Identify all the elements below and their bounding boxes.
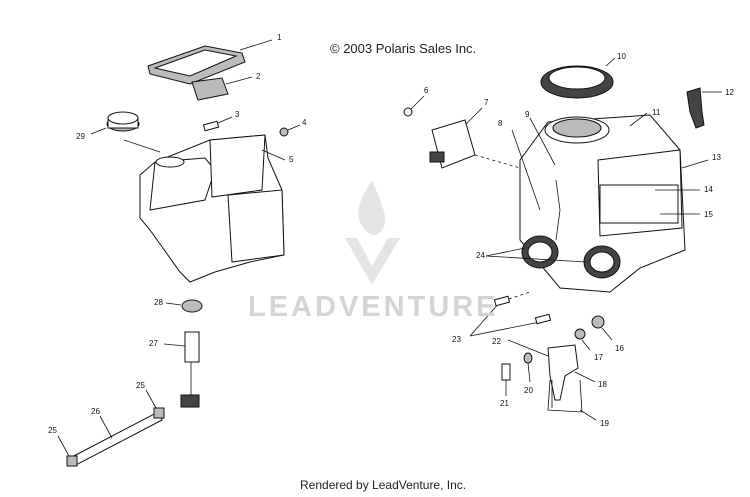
part-25-clamp-upper[interactable] [145,389,165,419]
watermark-logo [345,180,400,285]
callout-17: 17 [594,353,603,362]
callout-24: 24 [476,251,485,260]
callout-16: 16 [615,344,624,353]
callout-10: 10 [617,52,626,61]
part-7-module[interactable] [429,107,521,169]
callout-9: 9 [525,110,530,119]
callout-21: 21 [500,399,509,408]
part-20-washer[interactable] [523,352,533,383]
callout-4: 4 [302,118,307,127]
callout-12: 12 [725,88,734,97]
part-12-clip[interactable] [686,87,722,129]
callout-20: 20 [524,386,533,395]
callout-8: 8 [498,119,503,128]
callout-18: 18 [598,380,607,389]
part-5-tank-assembly[interactable] [139,134,286,283]
callout-1: 1 [277,33,282,42]
part-17-bushing[interactable] [574,328,591,351]
part-4-nut[interactable] [279,124,301,137]
watermark-text: LEADVENTURE [248,291,499,323]
part-16-grommet[interactable] [591,315,613,341]
part-25-clamp-lower[interactable] [57,435,78,467]
callout-28: 28 [154,298,163,307]
callout-3: 3 [235,110,240,119]
part-22-leader [507,339,549,357]
callout-19: 19 [600,419,609,428]
part-19-strap[interactable] [547,379,597,421]
callout-5: 5 [289,155,294,164]
callout-numbers: 1 2 3 4 5 6 7 8 9 10 11 12 13 14 15 16 1… [48,33,734,435]
callout-14: 14 [704,185,713,194]
footer-credit: Rendered by LeadVenture, Inc. [300,478,467,492]
part-28-grommet[interactable] [165,299,203,313]
copyright-text: © 2003 Polaris Sales Inc. [330,41,477,56]
callout-6: 6 [424,86,429,95]
callout-29: 29 [76,132,85,141]
callout-2: 2 [256,72,261,81]
callout-15: 15 [704,210,713,219]
callout-23: 23 [452,335,461,344]
part-1-cover[interactable] [147,39,273,85]
part-29-cap[interactable] [90,111,161,153]
part-6-screw[interactable] [403,95,425,117]
part-27-sensor[interactable] [163,331,200,408]
part-3-bolt[interactable] [202,116,233,132]
part-10-ring[interactable] [540,57,616,99]
part-26-hose[interactable] [69,411,163,467]
part-23-bolt-a[interactable] [493,291,531,307]
part-23-bolt-b[interactable] [534,313,552,325]
callout-11: 11 [652,108,661,117]
leader-lines-airbox [469,112,709,337]
part-21-bolt[interactable] [501,363,511,396]
callout-13: 13 [712,153,721,162]
callout-22: 22 [492,337,501,346]
callout-27: 27 [149,339,158,348]
part-18-bracket[interactable] [547,344,596,401]
callout-25-upper: 25 [136,381,145,390]
part-2-pad[interactable] [191,76,253,101]
callout-25-lower: 25 [48,426,57,435]
airbox-assembly[interactable] [519,114,686,293]
callout-7: 7 [484,98,489,107]
callout-26: 26 [91,407,100,416]
